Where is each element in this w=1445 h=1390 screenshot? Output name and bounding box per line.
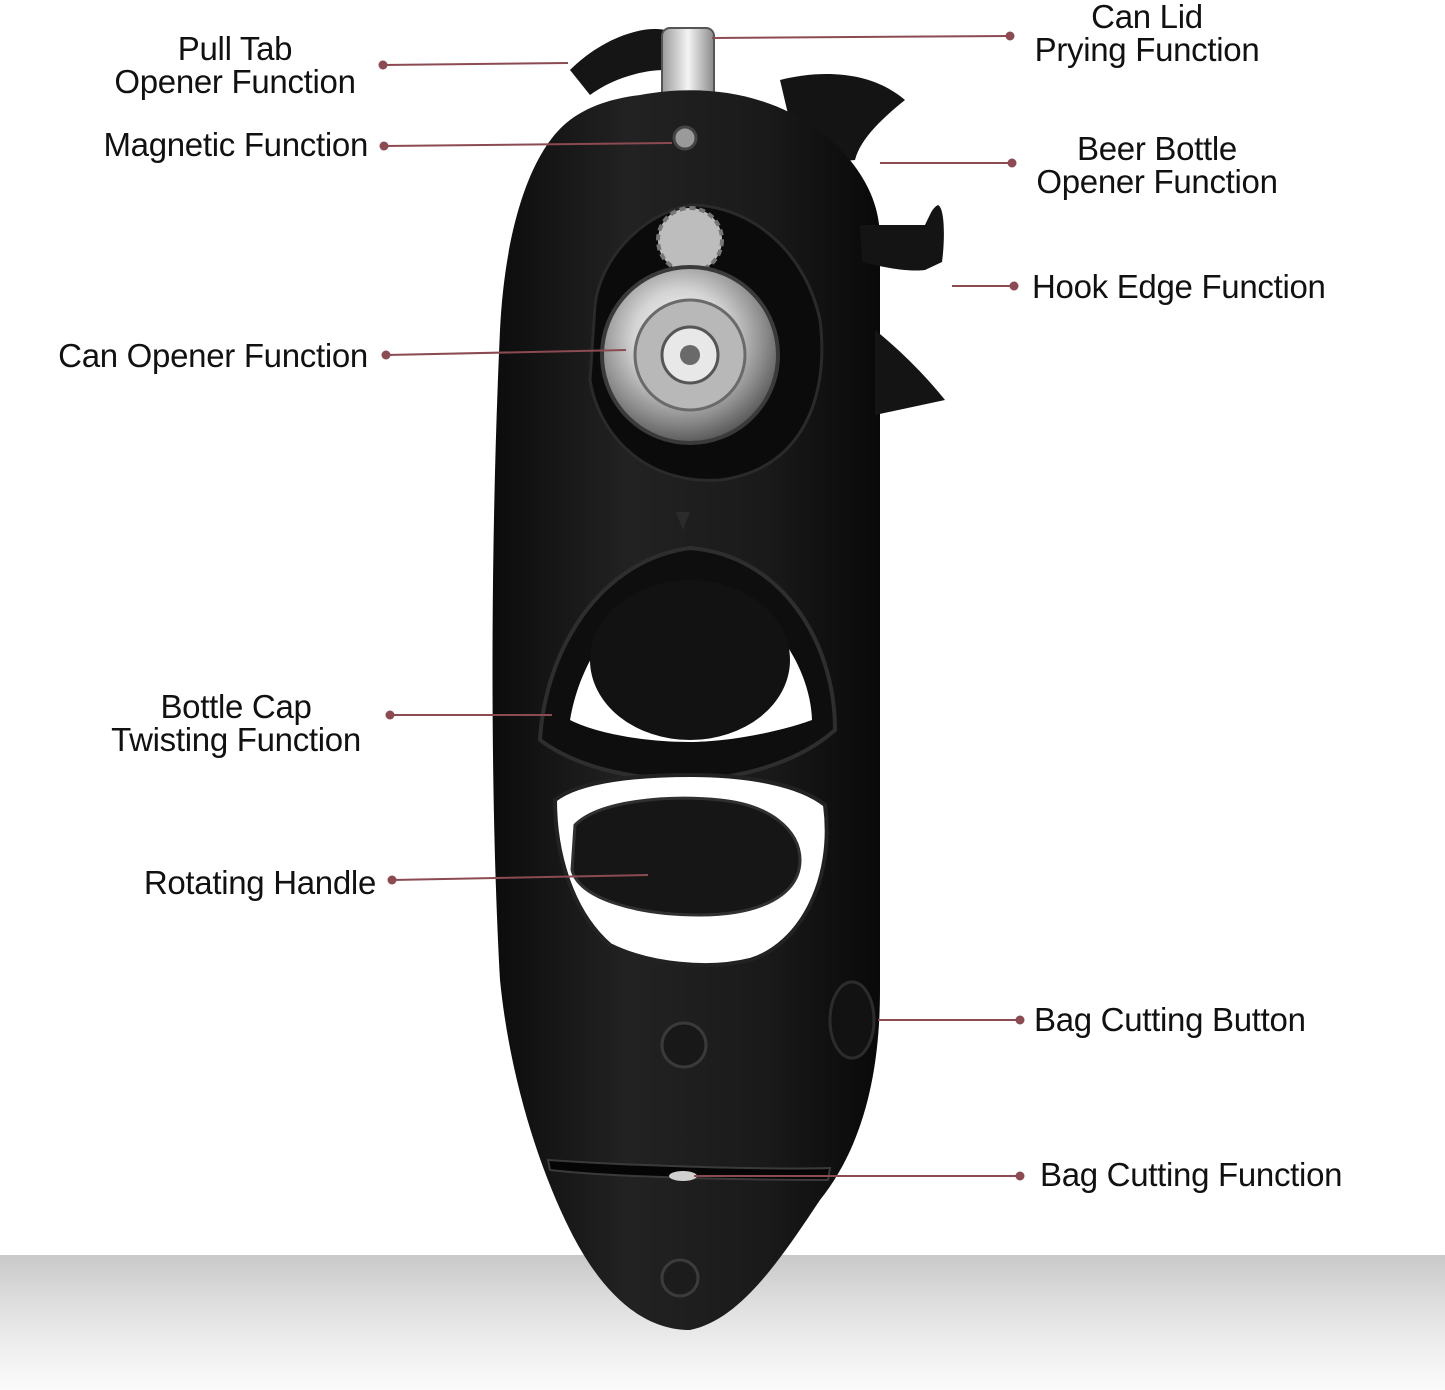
- arrow-mark: [676, 512, 690, 530]
- leader-dot-beer-bottle: [1007, 158, 1017, 168]
- label-bottle-cap-line1: Bottle Cap: [160, 688, 312, 725]
- leader-dot-hook-edge: [1009, 281, 1019, 291]
- label-can-opener-line1: Can Opener Function: [58, 337, 368, 374]
- leader-pull-tab: [382, 62, 569, 66]
- leader-magnetic: [383, 142, 673, 147]
- leader-can-opener: [385, 349, 627, 356]
- tool-body: [492, 27, 945, 1330]
- cutting-wheel-screw: [680, 345, 700, 365]
- bottle-cap-pad: [590, 580, 790, 740]
- hook-edge: [860, 205, 944, 271]
- leader-dot-rotating-handle: [387, 875, 397, 885]
- hanging-hole: [660, 1258, 700, 1298]
- label-beer-bottle-line2: Opener Function: [1036, 163, 1278, 200]
- label-magnetic-function: Magnetic Function: [40, 128, 368, 161]
- side-fin: [875, 330, 945, 415]
- label-pull-tab-line1: Pull Tab: [177, 30, 293, 67]
- label-hook-edge-line1: Hook Edge Function: [1032, 268, 1326, 305]
- label-bag-cutting-function: Bag Cutting Function: [1040, 1158, 1342, 1191]
- label-can-lid-prying: Can Lid Prying Function: [1022, 0, 1272, 66]
- label-beer-bottle-opener: Beer Bottle Opener Function: [1026, 132, 1288, 198]
- leader-dot-bottle-cap: [385, 710, 395, 720]
- label-rotating-handle-line1: Rotating Handle: [143, 864, 376, 901]
- label-can-lid-line2: Prying Function: [1034, 31, 1260, 68]
- round-indent: [660, 1021, 708, 1069]
- label-bottle-cap-twisting: Bottle Cap Twisting Function: [96, 690, 376, 756]
- label-bag-cutting-button-line1: Bag Cutting Button: [1034, 1001, 1306, 1038]
- leader-dot-can-lid: [1005, 31, 1015, 41]
- magnet: [672, 125, 698, 151]
- label-can-opener-function: Can Opener Function: [10, 339, 368, 372]
- leader-can-lid: [711, 35, 1011, 39]
- label-hook-edge-function: Hook Edge Function: [1032, 270, 1326, 303]
- label-bag-cutting-button: Bag Cutting Button: [1034, 1003, 1306, 1036]
- label-magnetic-line1: Magnetic Function: [103, 126, 368, 163]
- label-rotating-handle: Rotating Handle: [60, 866, 376, 899]
- leader-lines: [378, 31, 1025, 1181]
- cutter-gear: [656, 206, 724, 274]
- pull-tab-hook: [570, 29, 665, 95]
- bag-cutting-blade: [669, 1171, 697, 1181]
- leader-rotating-handle: [391, 874, 649, 881]
- leader-dot-bag-cutting-button: [1015, 1015, 1025, 1025]
- label-pull-tab-opener: Pull Tab Opener Function: [100, 32, 370, 98]
- bag-cutting-button: [828, 980, 876, 1060]
- leader-dot-magnetic: [379, 141, 389, 151]
- label-pull-tab-line2: Opener Function: [114, 63, 356, 100]
- leader-dot-can-opener: [381, 350, 391, 360]
- label-bag-cutting-function-line1: Bag Cutting Function: [1040, 1156, 1343, 1193]
- leader-dot-bag-cutting-function: [1015, 1171, 1025, 1181]
- label-can-lid-line1: Can Lid: [1091, 0, 1203, 35]
- label-beer-bottle-line1: Beer Bottle: [1077, 130, 1237, 167]
- rotating-knob: [570, 796, 802, 917]
- leader-dot-pull-tab: [378, 60, 388, 70]
- label-bottle-cap-line2: Twisting Function: [111, 721, 361, 758]
